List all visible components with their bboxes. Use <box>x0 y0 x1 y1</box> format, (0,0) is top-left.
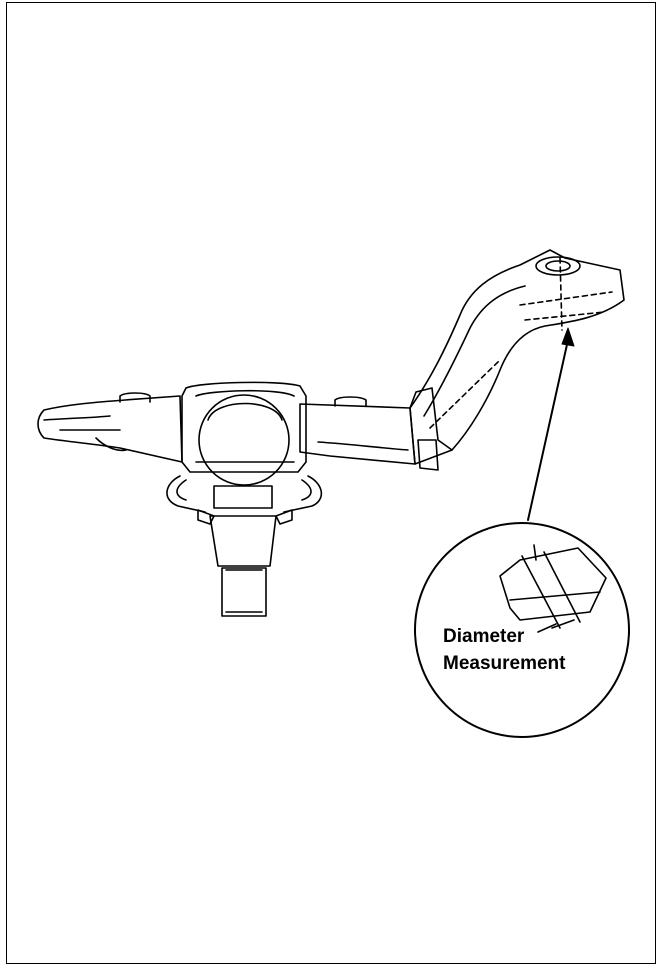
knuckle-left-arm <box>37 395 183 463</box>
ball-stud <box>213 485 273 509</box>
tie-rod-eye-inner <box>545 260 571 272</box>
ball-stud-thread <box>221 567 267 617</box>
callout-label-line1: Diameter <box>443 626 525 647</box>
retaining-clip-inner <box>176 479 312 501</box>
detail-circle <box>414 522 630 738</box>
knuckle-left-tip <box>95 437 127 452</box>
knuckle-right-arm-edge <box>317 441 409 451</box>
arm-hidden-lines <box>429 257 613 429</box>
detail-section <box>499 547 607 621</box>
knuckle-housing-inner <box>195 389 295 463</box>
stud-clip-left <box>197 509 215 525</box>
ball-joint <box>198 394 290 486</box>
detail-callout <box>414 522 630 738</box>
knuckle-left-boss <box>119 392 151 403</box>
figure-frame <box>6 2 656 964</box>
callout-arrow <box>527 327 575 521</box>
ball-stud-taper <box>209 515 277 567</box>
steering-arm-lower-face <box>409 387 453 471</box>
measurement-ticks <box>551 619 575 629</box>
knuckle-right-boss <box>334 396 367 407</box>
knuckle-left-arm-edge <box>43 415 121 431</box>
steering-knuckle <box>37 249 625 617</box>
stud-clip-right <box>275 509 293 525</box>
label-leader <box>537 623 557 633</box>
measurement-lines <box>509 544 601 629</box>
tie-rod-eye <box>535 256 581 276</box>
steering-arm <box>409 249 625 465</box>
callout-label-line2: Measurement <box>443 653 566 674</box>
retaining-clip <box>166 475 323 513</box>
knuckle-right-arm <box>299 403 416 465</box>
steering-arm-edge <box>423 285 526 417</box>
ball-joint-rim <box>207 402 283 421</box>
knuckle-housing <box>181 381 307 473</box>
